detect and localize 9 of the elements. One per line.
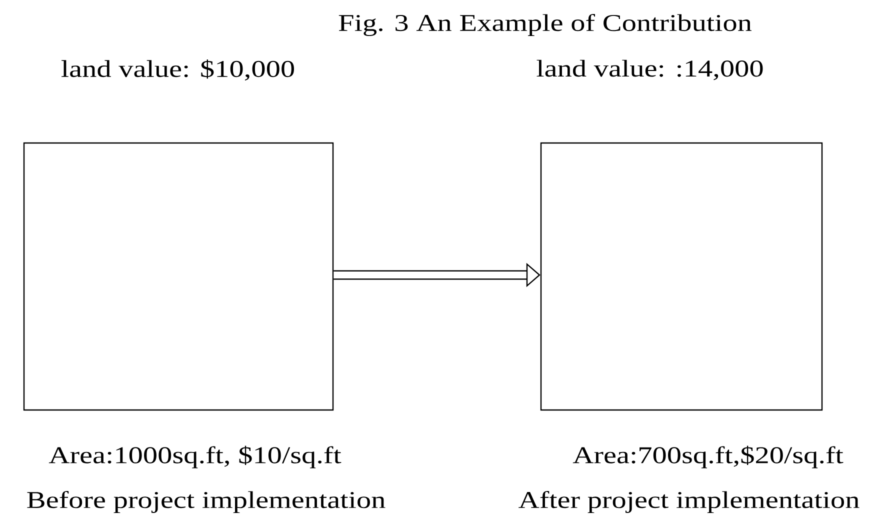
land-plot-box [23,142,334,411]
node-label: After project implementation [518,491,860,513]
node-label: land value: $10,000 [62,59,294,81]
node-label: Area:700sq.ft,$20/sq.ft [572,446,844,468]
node-label: land value: :14,000 [536,60,763,80]
land-plot-box [540,142,823,411]
node-label: Area:1000sq.ft, $10/sq.ft [48,446,342,468]
title: Fig. 3 An Example of Contribution [338,14,752,36]
node-label: Before project implementation [27,491,386,513]
